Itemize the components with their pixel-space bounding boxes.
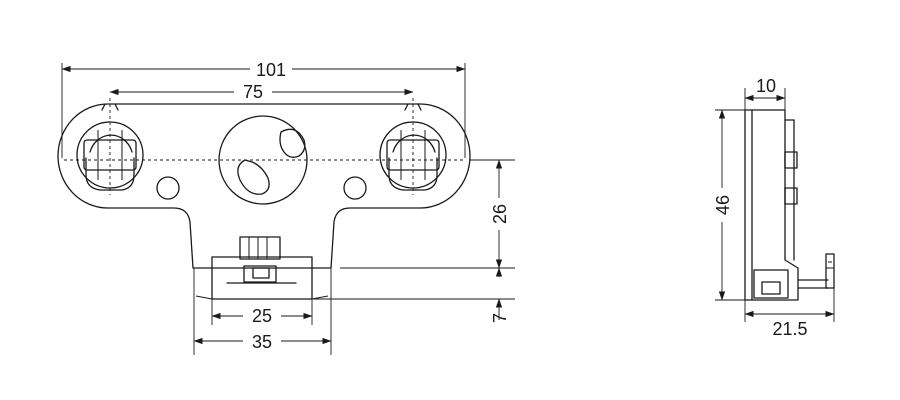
- dim-base-height: 7: [490, 313, 510, 323]
- dim-top-depth: 10: [756, 76, 776, 96]
- side-view-body: [744, 109, 835, 301]
- switch-block: [195, 236, 329, 300]
- dimension-10: 10: [744, 76, 786, 110]
- left-mounting-hole: [156, 176, 180, 200]
- dimension-26: 26: [340, 159, 515, 269]
- dim-base-width: 35: [252, 332, 272, 352]
- dim-hole-spacing: 75: [243, 82, 263, 102]
- dim-overall-depth: 21.5: [772, 319, 807, 339]
- dimension-7: 7: [312, 267, 515, 323]
- dimension-21-5: 21.5: [744, 288, 835, 339]
- dimension-101: 101: [61, 58, 466, 158]
- side-view: 10 46 21.5: [712, 76, 835, 339]
- dim-overall-width: 101: [256, 60, 286, 80]
- dimension-46: 46: [712, 109, 745, 301]
- dim-side-height: 46: [713, 195, 733, 215]
- front-view: 101 75 26 7 25: [57, 58, 515, 355]
- dim-switch-width: 25: [252, 306, 272, 326]
- dimension-75: 75: [109, 80, 414, 102]
- dimension-25: 25: [211, 299, 313, 327]
- dimension-35: 35: [193, 268, 332, 355]
- dim-height: 26: [490, 204, 510, 224]
- right-mounting-hole: [343, 176, 367, 200]
